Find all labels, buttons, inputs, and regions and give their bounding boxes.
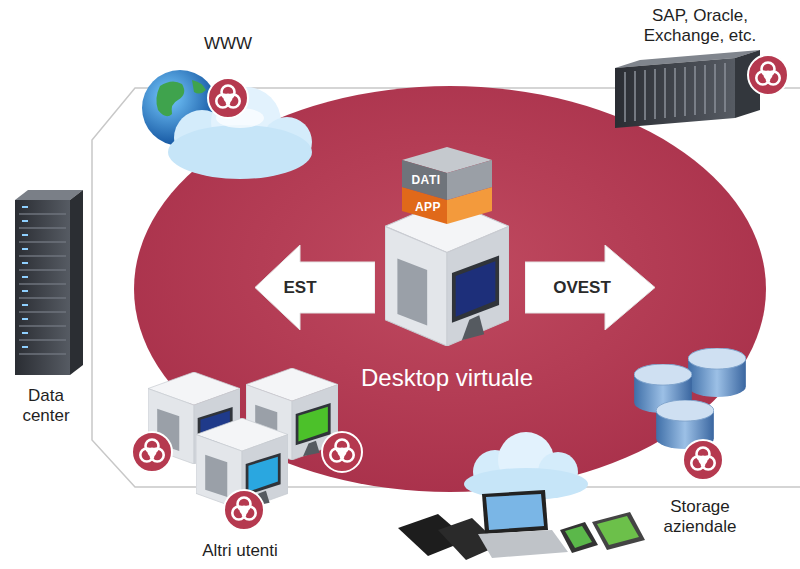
node-title: Desktop virtuale	[361, 364, 533, 392]
block-label: APP	[411, 200, 446, 214]
arrow-body	[255, 245, 375, 330]
threat-badge	[748, 55, 788, 95]
data-layer	[402, 147, 492, 200]
west-arrow: OVEST	[525, 245, 655, 330]
user-cubes	[148, 368, 338, 510]
virtual-desktop: Desktop virtuale DATI APP	[357, 140, 538, 392]
storage-disks	[634, 348, 746, 449]
threat-badge	[683, 440, 723, 480]
block-label: DATI	[407, 173, 445, 187]
blade-server	[615, 50, 760, 128]
arrow-body	[525, 245, 655, 330]
threat-badge	[322, 432, 362, 472]
node-label: WWW	[200, 34, 257, 54]
rack-server	[15, 190, 83, 375]
app-block: APP	[411, 200, 446, 214]
web-label: WWW	[200, 34, 257, 54]
node-label: Storage aziendale	[650, 497, 750, 537]
users-label: Altri utenti	[198, 541, 282, 561]
node-label: Altri utenti	[198, 541, 282, 561]
app-server-label: SAP, Oracle, Exchange, etc.	[633, 6, 767, 46]
east-arrow: EST	[255, 245, 375, 330]
threat-badge	[208, 78, 248, 118]
datacenter-label: Data center	[10, 386, 82, 426]
mobile-devices	[398, 432, 645, 560]
node-label: SAP, Oracle, Exchange, etc.	[633, 6, 767, 46]
arrow-label: EST	[283, 278, 316, 298]
globe-cloud	[142, 70, 312, 179]
storage-label: Storage aziendale	[650, 497, 750, 537]
node-label: Data center	[10, 386, 82, 426]
threat-badge	[224, 490, 264, 530]
arrow-label: OVEST	[553, 278, 611, 298]
threat-badge	[132, 432, 172, 472]
data-block: DATI	[407, 173, 445, 187]
